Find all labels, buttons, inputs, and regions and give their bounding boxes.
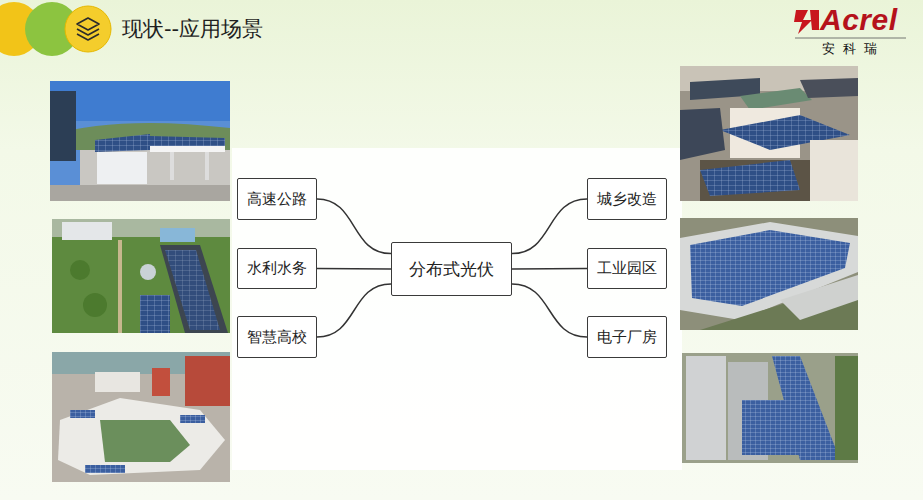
photo-factory <box>682 353 858 463</box>
connector <box>512 268 587 270</box>
layers-icon <box>77 18 99 40</box>
box-label: 水利水务 <box>247 259 307 278</box>
hub-box: 分布式光伏 <box>391 242 512 296</box>
connector <box>512 284 587 337</box>
photo-rural <box>680 66 858 201</box>
photo-industrial <box>680 218 858 330</box>
scene-box: 智慧高校 <box>237 316 317 358</box>
scene-box: 城乡改造 <box>587 178 667 220</box>
connector <box>512 199 587 254</box>
scene-box: 电子厂房 <box>587 316 667 358</box>
logo-subtext: 安 科 瑞 <box>822 40 879 58</box>
box-label: 高速公路 <box>247 190 307 209</box>
page-title: 现状--应用场景 <box>122 15 263 43</box>
box-label: 电子厂房 <box>597 328 657 347</box>
photo-campus <box>52 352 230 482</box>
white-panel <box>232 148 682 470</box>
logo-text: Acrel <box>820 3 898 37</box>
connector <box>317 268 391 270</box>
deco-circle <box>65 6 111 52</box>
connector <box>317 199 391 254</box>
photo-water <box>52 219 230 333</box>
box-label: 分布式光伏 <box>409 258 494 281</box>
box-label: 工业园区 <box>597 259 657 278</box>
scene-box: 高速公路 <box>237 178 317 220</box>
box-label: 城乡改造 <box>597 190 657 209</box>
scene-box: 工业园区 <box>587 248 667 289</box>
scene-box: 水利水务 <box>237 248 317 289</box>
photo-highway <box>50 81 230 201</box>
box-label: 智慧高校 <box>247 328 307 347</box>
connector <box>317 284 391 337</box>
